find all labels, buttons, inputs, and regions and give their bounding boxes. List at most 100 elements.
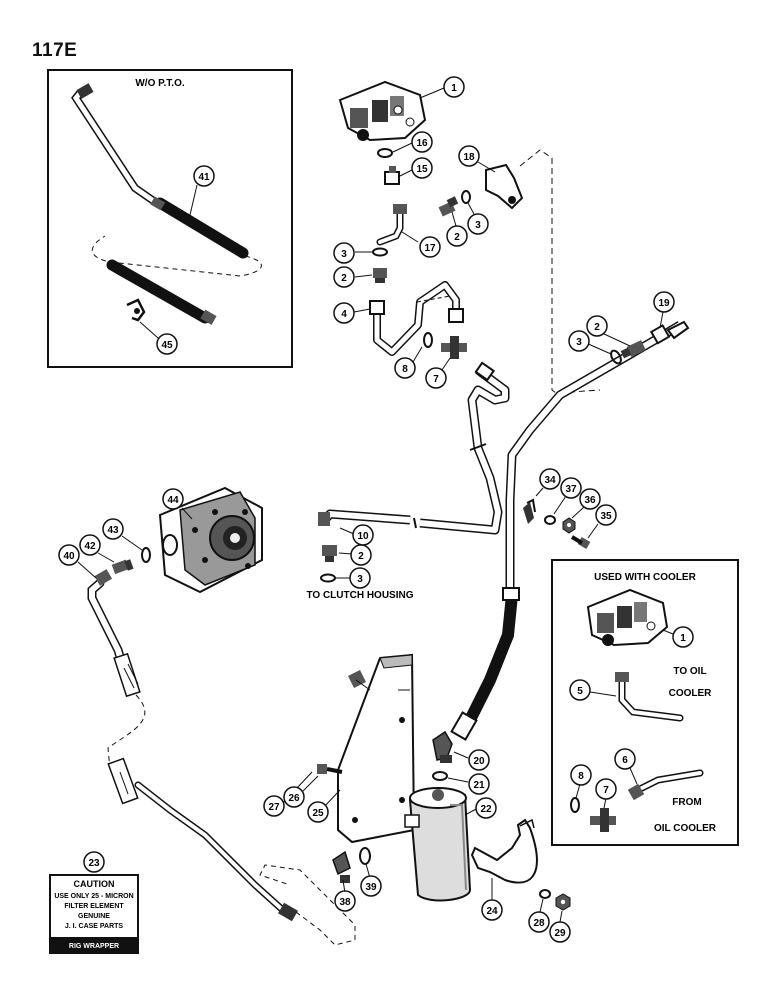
dashed-connector-4 <box>416 295 451 303</box>
leader-1 <box>419 87 445 99</box>
strap-24 <box>470 818 538 884</box>
callout-26: 26 <box>283 786 305 808</box>
callout-23: 23 <box>83 851 105 873</box>
oring-3c <box>610 349 622 365</box>
callout-2a-label: 2 <box>454 232 460 243</box>
callout-8a-label: 8 <box>402 364 408 375</box>
pump-44 <box>158 486 263 594</box>
oring-8b <box>570 797 580 813</box>
callout-10: 10 <box>352 524 374 546</box>
leader-3a <box>467 202 475 215</box>
tube-19 <box>505 320 690 590</box>
callout-40: 40 <box>58 544 80 566</box>
callout-42: 42 <box>79 534 101 556</box>
fitting-2-upper <box>438 196 459 217</box>
leader-7a <box>441 357 451 371</box>
callout-28: 28 <box>528 911 550 933</box>
inset-wo-pto-frame <box>47 69 293 368</box>
callout-29: 29 <box>549 921 571 943</box>
callout-2c-label: 2 <box>594 322 600 333</box>
oring-3a <box>461 190 471 204</box>
leader-45 <box>139 321 159 339</box>
callout-15: 15 <box>411 157 433 179</box>
callout-27-label: 27 <box>268 802 280 813</box>
filter-22 <box>404 787 472 902</box>
inset-wo-pto-title: W/O P.T.O. <box>135 78 184 89</box>
callout-28-label: 28 <box>533 918 545 929</box>
callout-19: 19 <box>653 291 675 313</box>
leader-35 <box>587 523 599 539</box>
leader-19 <box>659 311 664 329</box>
leader-37 <box>553 495 567 515</box>
caution-line-2: FILTER ELEMENT <box>64 903 124 910</box>
callout-37-label: 37 <box>565 484 577 495</box>
callout-40-label: 40 <box>63 551 75 562</box>
callout-25: 25 <box>307 801 329 823</box>
callout-37: 37 <box>560 477 582 499</box>
caution-footer: RIG WRAPPER <box>69 943 119 950</box>
elbow-38 <box>332 850 351 883</box>
leader-10 <box>339 527 355 535</box>
callout-6: 6 <box>614 748 636 770</box>
callout-2d: 2 <box>350 544 372 566</box>
callout-45-label: 45 <box>161 340 173 351</box>
leader-18 <box>477 161 496 173</box>
leader-6 <box>629 767 638 785</box>
callout-15-label: 15 <box>416 164 428 175</box>
leader-17 <box>401 231 419 243</box>
callout-3c: 3 <box>568 330 590 352</box>
tee-fitting-18 <box>485 163 524 210</box>
clip-34 <box>523 498 536 524</box>
tube-4 <box>369 281 464 356</box>
callout-24: 24 <box>481 899 503 921</box>
leader-26 <box>301 775 319 793</box>
callout-39-label: 39 <box>365 882 377 893</box>
callout-41: 41 <box>193 165 215 187</box>
leader-44 <box>181 507 193 520</box>
bolt-35 <box>570 535 591 549</box>
leader-2c <box>601 332 631 347</box>
callout-10-label: 10 <box>357 531 369 542</box>
callout-43-label: 43 <box>107 525 119 536</box>
elbow-20 <box>432 730 453 763</box>
fitting-2-clutch <box>322 545 337 562</box>
page-number: 117E <box>32 40 78 61</box>
callout-23-label: 23 <box>88 858 100 869</box>
dashed-connector-41 <box>92 235 262 277</box>
oring-21 <box>432 771 448 781</box>
callout-27: 27 <box>263 795 285 817</box>
leader-15 <box>399 169 413 177</box>
callout-35: 35 <box>595 504 617 526</box>
oring-8a <box>423 332 433 348</box>
valve-1 <box>338 80 427 142</box>
callout-8a: 8 <box>394 357 416 379</box>
dashed-connector-38 <box>259 864 356 946</box>
callout-3a-label: 3 <box>475 220 481 231</box>
hose-41-lower <box>106 259 217 325</box>
callout-20-label: 20 <box>473 756 485 767</box>
leader-36 <box>571 506 585 519</box>
callout-3d: 3 <box>349 567 371 589</box>
callout-20: 20 <box>468 749 490 771</box>
tee-7-upper <box>441 336 467 359</box>
fitting-2-right <box>620 340 646 359</box>
valve-1-cooler <box>586 588 669 647</box>
callout-1b-label: 1 <box>680 633 686 644</box>
callout-2d-label: 2 <box>358 551 364 562</box>
callout-17: 17 <box>419 236 441 258</box>
callout-8b-label: 8 <box>578 771 584 782</box>
from-label: FROM <box>672 797 701 808</box>
callout-4: 4 <box>333 302 355 324</box>
callout-41-label: 41 <box>198 172 210 183</box>
callout-2c: 2 <box>586 315 608 337</box>
hose-41 <box>150 196 249 259</box>
callout-21-label: 21 <box>473 780 485 791</box>
inset-cooler-title: USED WITH COOLER <box>594 572 696 583</box>
bolt-26 <box>317 764 343 774</box>
leader-41 <box>189 184 198 216</box>
tube-seam-2 <box>413 517 417 529</box>
caution-line-1: USE ONLY 25 - MICRON <box>54 893 133 900</box>
callout-24-label: 24 <box>486 906 498 917</box>
